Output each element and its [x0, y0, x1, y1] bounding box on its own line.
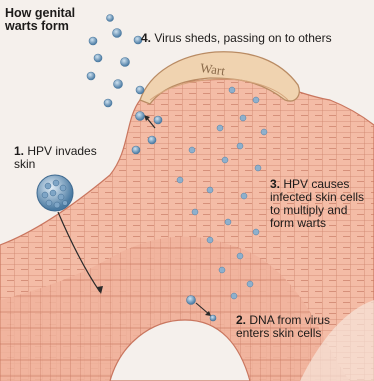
- diagram-title: How genital warts form: [5, 7, 75, 33]
- hpv-particle-large-icon: [37, 175, 73, 211]
- step-2-label: 2. DNA from virus enters skin cells: [236, 314, 330, 340]
- step-3-label: 3. HPV causes infected skin cells to mul…: [270, 178, 364, 230]
- step-1-label: 1. HPV invades skin: [14, 145, 97, 171]
- step-4-label: 4. Virus sheds, passing on to others: [141, 32, 332, 45]
